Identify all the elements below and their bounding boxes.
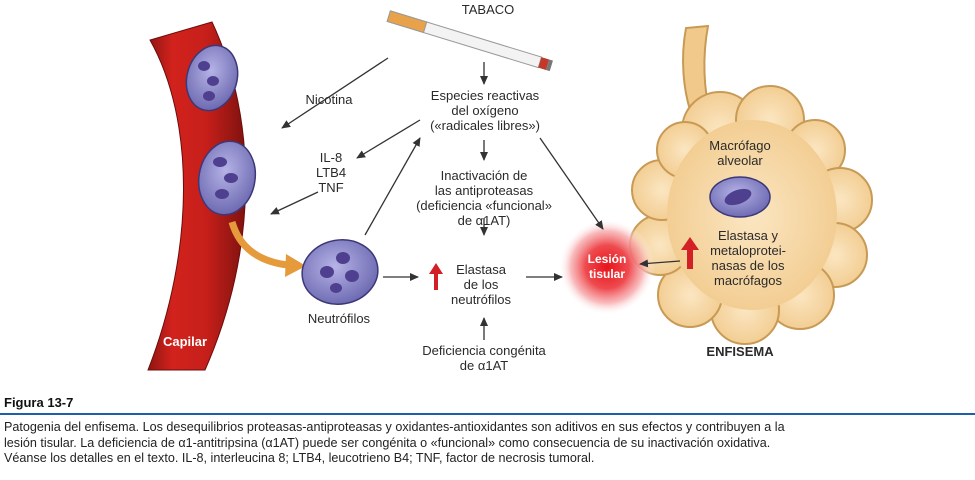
- lesion-line-2: tisular: [588, 267, 625, 281]
- arrow-especies-to-citocinas: [356, 119, 421, 159]
- increase-arrow-neutrophil-elastase: [429, 263, 443, 290]
- label-nicotina: Nicotina: [305, 92, 353, 107]
- label-elastasa-neutrofilos: Elastasa de los neutrófilos: [440, 262, 522, 307]
- caption-line-1: Patogenia del enfisema. Los desequilibri…: [4, 420, 785, 434]
- elastasa-macro-line-1: Elastasa y: [718, 228, 778, 243]
- cigarette-icon: [386, 10, 553, 72]
- alveolar-macrophage: [709, 176, 771, 218]
- citocina-il8: IL-8: [319, 150, 343, 165]
- deficiencia-line-1: Deficiencia congénita: [422, 343, 546, 358]
- increase-arrow-macrophage-elastase: [681, 237, 699, 269]
- elastasa-line-1: Elastasa: [456, 262, 506, 277]
- elastasa-macro-line-4: macrófagos: [714, 273, 782, 288]
- macrofago-line-1: Macrófago: [709, 138, 771, 153]
- arrow-especies-to-lesion: [539, 137, 604, 230]
- neutrophil-in-capillary-2: [197, 140, 257, 216]
- citocina-ltb4: LTB4: [315, 165, 347, 180]
- especies-line-1: Especies reactivas: [430, 88, 540, 103]
- label-citocinas: IL-8 LTB4 TNF: [306, 150, 356, 195]
- label-tabaco: TABACO: [461, 2, 515, 17]
- inactivacion-line-2: las antiproteasas: [434, 183, 534, 198]
- label-inactivacion: Inactivación de las antiproteasas (defic…: [402, 168, 566, 228]
- especies-line-3: («radicales libres»): [430, 118, 540, 133]
- elastasa-line-2: de los: [463, 277, 499, 292]
- figure-number: Figura 13-7: [4, 395, 74, 410]
- arrow-tabaco-to-capilar: [281, 57, 389, 129]
- neutrophil-in-capillary-1: [185, 44, 239, 112]
- lesion-line-1: Lesión: [587, 252, 627, 266]
- caption-line-3: Véanse los detalles en el texto. IL-8, i…: [4, 451, 595, 465]
- figure-divider: [0, 413, 975, 415]
- caption-line-2: lesión tisular. La deficiencia de α1-ant…: [4, 435, 771, 450]
- figure-caption: Patogenia del enfisema. Los desequilibri…: [4, 420, 972, 467]
- label-deficiencia-congenita: Deficiencia congénita de α1AT: [400, 343, 568, 373]
- label-lesion-tisular: Lesión tisular: [572, 252, 642, 282]
- tissue-lesion-glow: [559, 219, 655, 315]
- elastasa-macro-line-2: metaloprotei-: [710, 243, 786, 258]
- elastasa-line-3: neutrófilos: [451, 292, 511, 307]
- label-enfisema: ENFISEMA: [706, 344, 774, 359]
- citocina-tnf: TNF: [318, 180, 344, 195]
- elastasa-macro-line-3: nasas de los: [711, 258, 785, 273]
- label-capilar: Capilar: [162, 334, 208, 349]
- emphysema-pathogenesis-diagram: TABACO Nicotina Especies reactivas del o…: [147, 2, 873, 373]
- migration-arrow: [228, 220, 306, 277]
- label-macrofago-alveolar: Macrófago alveolar: [700, 138, 780, 168]
- label-elastasa-macrofagos: Elastasa y metaloprotei- nasas de los ma…: [698, 228, 798, 288]
- arrow-neutrofilos-to-especies: [364, 137, 421, 236]
- flow-arrows: [270, 57, 681, 340]
- deficiencia-line-2: de α1AT: [459, 358, 509, 373]
- macrofago-line-2: alveolar: [717, 153, 763, 168]
- label-neutrofilos: Neutrófilos: [307, 311, 371, 326]
- capillary-vessel: [147, 21, 247, 371]
- neutrophil-cell: [301, 239, 379, 305]
- label-especies-reactivas: Especies reactivas del oxígeno («radical…: [410, 88, 560, 133]
- inactivacion-line-3: (deficiencia «funcional»: [416, 198, 552, 213]
- arrow-citocinas-to-capilar: [270, 191, 319, 215]
- arrow-macrofagos-to-lesion: [639, 259, 681, 268]
- inactivacion-line-1: Inactivación de: [440, 168, 528, 183]
- especies-line-2: del oxígeno: [451, 103, 519, 118]
- diagram-artwork: [147, 10, 873, 371]
- inactivacion-line-4: de α1AT): [457, 213, 511, 228]
